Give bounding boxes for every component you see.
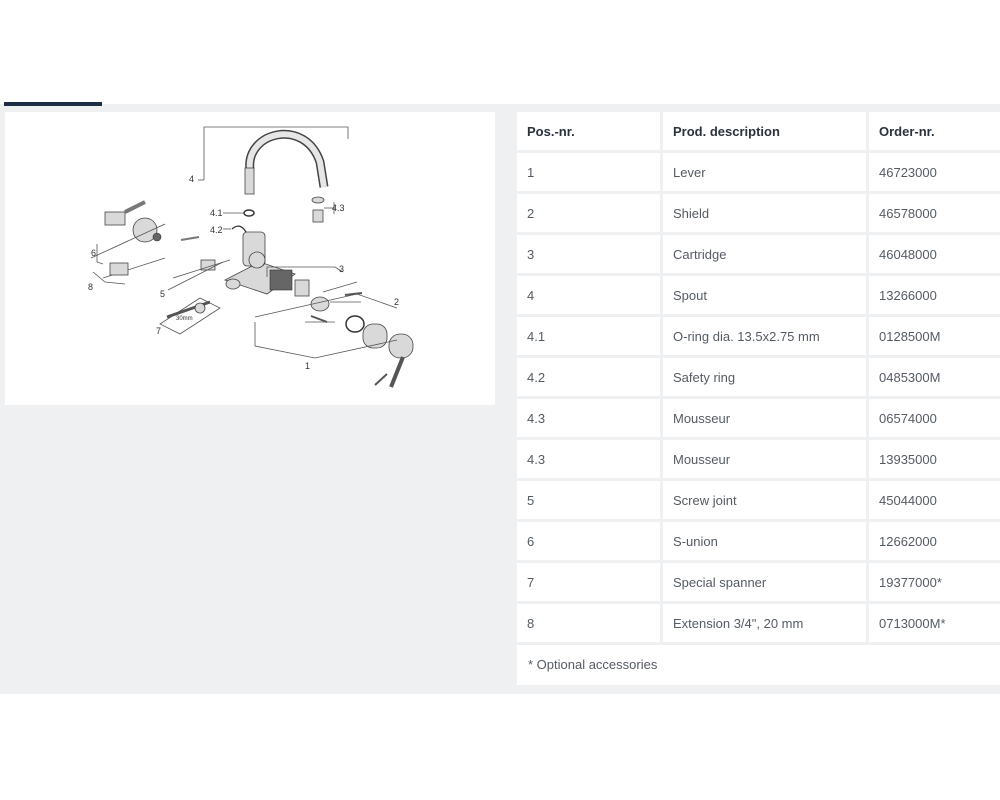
- cell-description: Special spanner: [660, 563, 866, 601]
- cell-order: 06574000: [866, 399, 1000, 437]
- cell-description: Screw joint: [660, 481, 866, 519]
- label-4: 4: [189, 174, 194, 184]
- cell-description: Shield: [660, 194, 866, 232]
- cell-pos: 4: [517, 276, 660, 314]
- cell-order: 19377000*: [866, 563, 1000, 601]
- cell-pos: 7: [517, 563, 660, 601]
- cell-description: Extension 3/4", 20 mm: [660, 604, 866, 642]
- spanner-size-label: 30mm: [176, 316, 193, 322]
- cell-description: Spout: [660, 276, 866, 314]
- cell-description: Lever: [660, 153, 866, 191]
- label-5: 5: [160, 289, 165, 299]
- cell-order: 0713000M*: [866, 604, 1000, 642]
- cell-order: 46578000: [866, 194, 1000, 232]
- cell-order: 46048000: [866, 235, 1000, 273]
- label-2: 2: [394, 297, 399, 307]
- cell-pos: 6: [517, 522, 660, 560]
- cell-description: Mousseur: [660, 440, 866, 478]
- cell-pos: 5: [517, 481, 660, 519]
- cell-description: Cartridge: [660, 235, 866, 273]
- cell-description: Mousseur: [660, 399, 866, 437]
- cell-pos: 4.2: [517, 358, 660, 396]
- cell-order: 45044000: [866, 481, 1000, 519]
- cell-description: Safety ring: [660, 358, 866, 396]
- label-1: 1: [305, 361, 310, 371]
- cell-pos: 4.3: [517, 440, 660, 478]
- label-3: 3: [339, 264, 344, 274]
- cell-pos: 1: [517, 153, 660, 191]
- cell-pos: 4.3: [517, 399, 660, 437]
- cell-description: O-ring dia. 13.5x2.75 mm: [660, 317, 866, 355]
- optional-accessories-note: * Optional accessories: [517, 645, 1000, 685]
- cell-order: 0485300M: [866, 358, 1000, 396]
- exploded-view-diagram: 4.3 4.1 4.2 4 3 2 1: [5, 112, 495, 405]
- label-8: 8: [88, 282, 93, 292]
- cell-pos: 2: [517, 194, 660, 232]
- label-6: 6: [91, 248, 96, 258]
- header-pos: Pos.-nr.: [517, 112, 660, 150]
- cell-pos: 4.1: [517, 317, 660, 355]
- cell-pos: 8: [517, 604, 660, 642]
- header-order: Order-nr.: [866, 112, 1000, 150]
- cell-order: 46723000: [866, 153, 1000, 191]
- cell-pos: 3: [517, 235, 660, 273]
- label-4-2: 4.2: [210, 225, 223, 235]
- cell-order: 13266000: [866, 276, 1000, 314]
- header-description: Prod. description: [660, 112, 866, 150]
- table-header-row: Pos.-nr. Prod. description Order-nr.: [517, 112, 1000, 150]
- cell-order: 0128500M: [866, 317, 1000, 355]
- label-4-3: 4.3: [332, 203, 345, 213]
- label-7: 7: [156, 326, 161, 336]
- cell-order: 13935000: [866, 440, 1000, 478]
- cell-order: 12662000: [866, 522, 1000, 560]
- label-4-1: 4.1: [210, 208, 223, 218]
- faucet-exploded-drawing: 4.3 4.1 4.2 4 3 2 1: [88, 126, 414, 388]
- cell-description: S-union: [660, 522, 866, 560]
- active-tab-indicator: [4, 102, 102, 106]
